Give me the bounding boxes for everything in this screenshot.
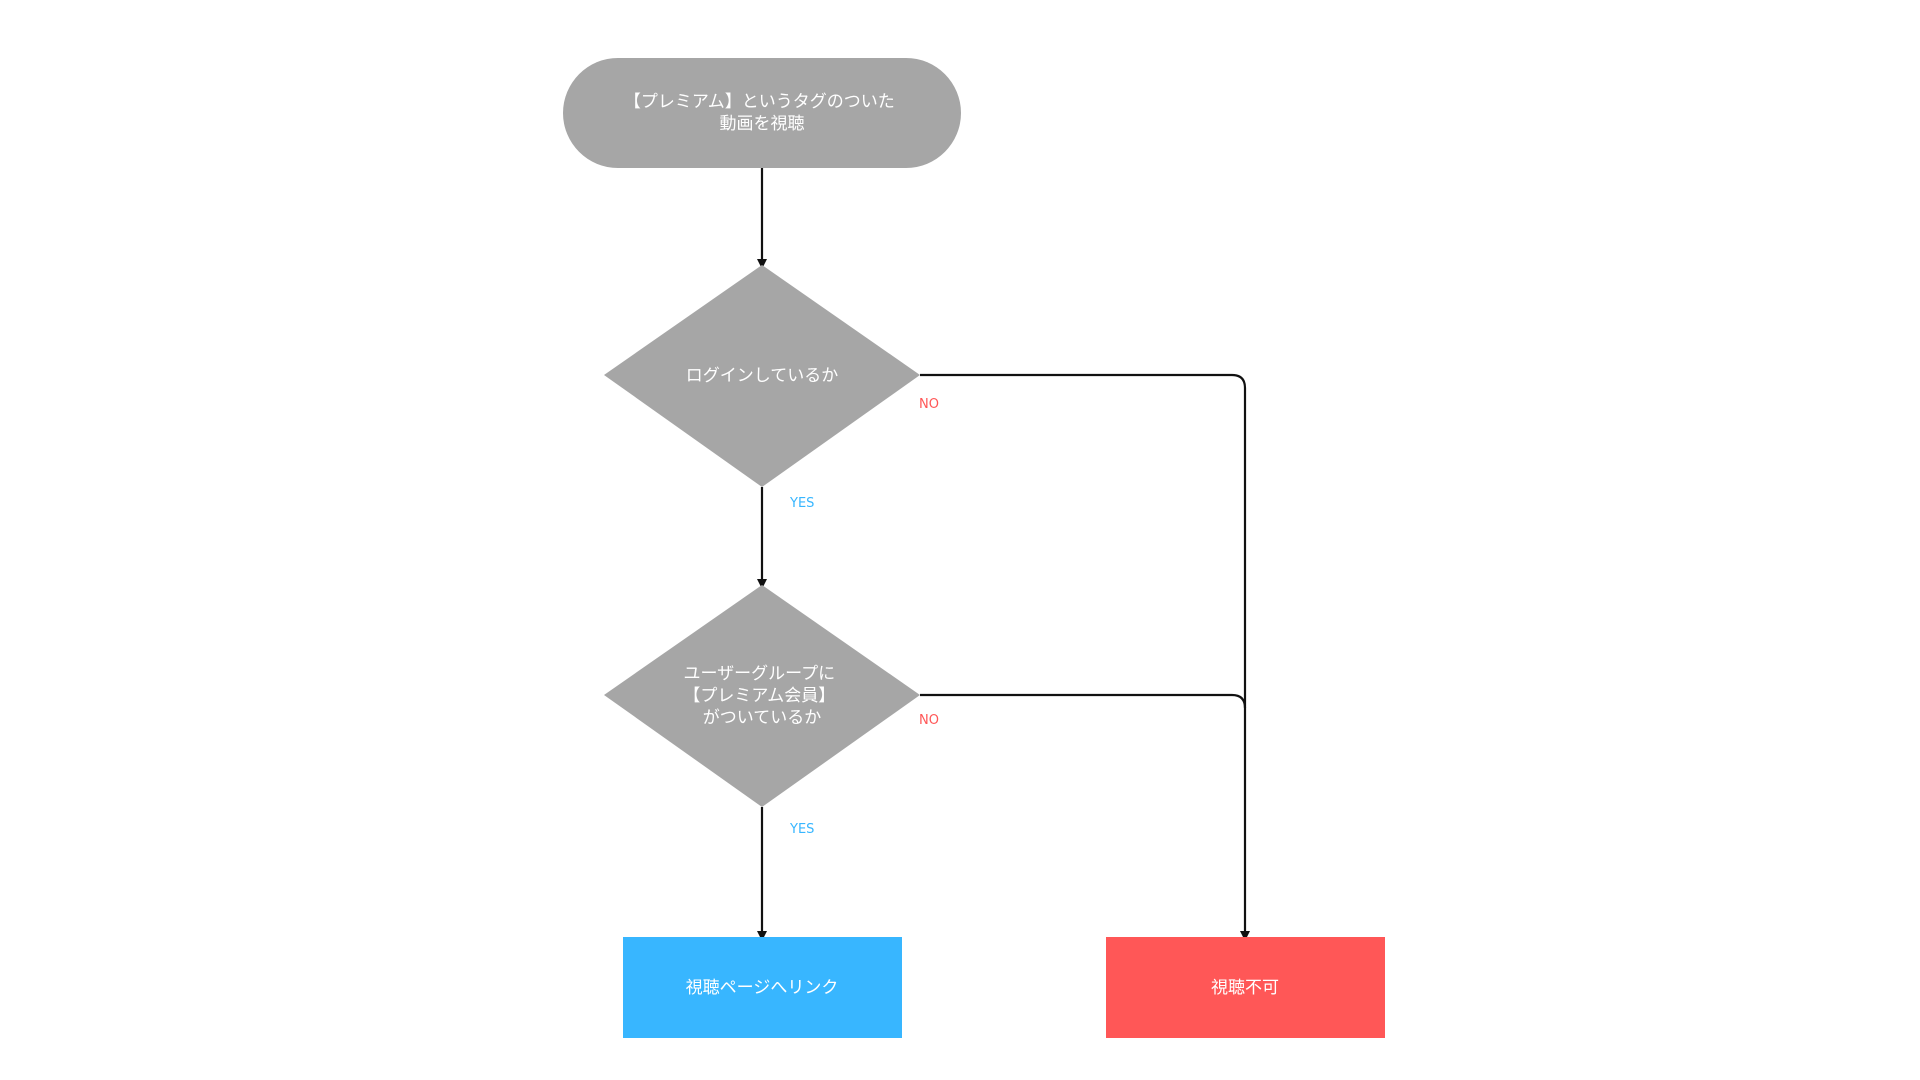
- edge-login-no-to-not-viewable: [920, 373, 1250, 941]
- not-viewable-node: 視聴不可: [1106, 937, 1385, 1038]
- watch-link-line-1: 視聴ページへリンク: [686, 978, 839, 998]
- watch-link-box: [623, 937, 902, 1038]
- login-check-line-1: ログインしているか: [686, 366, 839, 386]
- watch-link-node: 視聴ページへリンク: [623, 937, 902, 1038]
- group-no-label: NO: [919, 713, 939, 728]
- start-node-text: 【プレミアム】というタグのついた 動画を視聴: [624, 92, 900, 134]
- group-check-line-3: がついているか: [703, 708, 822, 728]
- group-check-text: ユーザーグループに 【プレミアム会員】 がついているか: [683, 664, 840, 728]
- start-node-line-1: 【プレミアム】というタグのついた: [624, 92, 895, 112]
- login-check-diamond: [604, 265, 920, 487]
- group-check-line-2: 【プレミアム会員】: [683, 686, 835, 706]
- group-check-line-1: ユーザーグループに: [683, 664, 835, 684]
- not-viewable-box: [1106, 937, 1385, 1038]
- start-node-line-2: 動画を視聴: [720, 114, 805, 134]
- login-check-text: ログインしているか: [686, 366, 839, 386]
- watch-link-text: 視聴ページへリンク: [686, 978, 839, 998]
- group-check-node: ユーザーグループに 【プレミアム会員】 がついているか: [604, 585, 920, 807]
- connectors: [757, 168, 1250, 941]
- not-viewable-text: 視聴不可: [1211, 978, 1279, 998]
- edge-group-no-to-not-viewable: [920, 693, 1247, 709]
- login-check-node: ログインしているか: [604, 265, 920, 487]
- group-check-diamond: [604, 585, 920, 807]
- login-yes-label: YES: [789, 496, 814, 511]
- not-viewable-line-1: 視聴不可: [1211, 978, 1279, 998]
- login-no-label: NO: [919, 397, 939, 412]
- start-node: 【プレミアム】というタグのついた 動画を視聴: [563, 58, 961, 168]
- start-terminal-shape: [563, 58, 961, 168]
- group-yes-label: YES: [789, 822, 814, 837]
